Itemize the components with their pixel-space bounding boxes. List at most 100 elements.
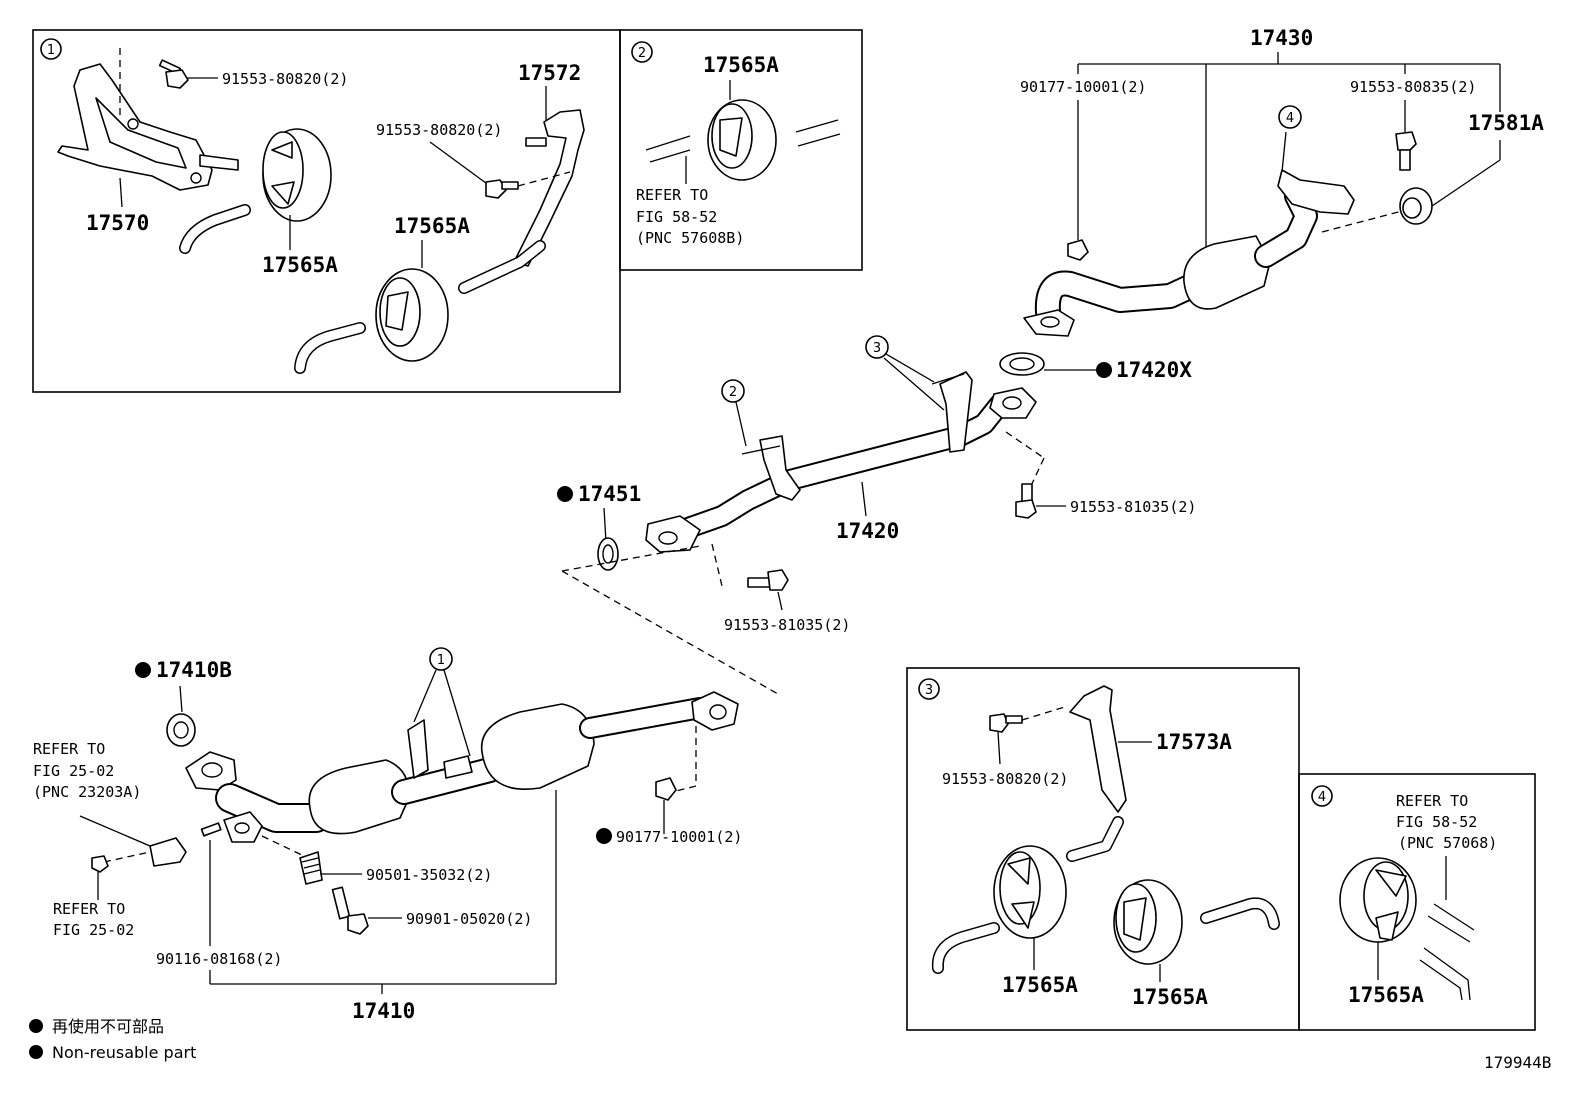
callout-circle: [918, 678, 940, 700]
part-label-91553-80820-inset3: 91553-80820(2): [942, 770, 1068, 788]
inset-4-frame: [1298, 773, 1536, 1031]
callout-4: 4: [1286, 111, 1294, 126]
non-reusable-dot-icon: [1096, 362, 1112, 378]
refer-fig25-a-line1: REFER TO: [33, 740, 105, 758]
hanger-bracket-drawing: [443, 755, 473, 779]
part-label-17565A-inset3-b: 17565A: [1132, 985, 1208, 1009]
callout-1: 1: [437, 653, 445, 668]
inset-2-frame: [619, 29, 863, 271]
gasket-17451: 17451: [557, 482, 641, 571]
callout-circle: [429, 647, 453, 671]
part-label-17570: 17570: [86, 211, 149, 235]
part-label-17572: 17572: [518, 61, 581, 85]
inset-3-number: 3: [925, 683, 933, 698]
figure-id: 179944B: [1484, 1053, 1551, 1072]
bracket-17572-drawing: [458, 109, 585, 294]
part-label-17565A-inset2: 17565A: [703, 53, 779, 77]
assembly-17430: 17430 90177-10001(2) 91553-80835(2) 1758…: [1020, 26, 1544, 337]
non-reusable-dot-icon: [29, 1019, 43, 1033]
part-label-90177-10001-top: 90177-10001(2): [1020, 78, 1146, 96]
bolt-icon: [747, 569, 789, 591]
callout-circle: [40, 38, 62, 60]
part-label-17420X: 17420X: [1116, 358, 1192, 382]
part-label-17565A-inset3-a: 17565A: [1002, 973, 1078, 997]
gasket-17420X: 17420X: [999, 352, 1192, 382]
inset-2-refer-line3: (PNC 57608B): [636, 229, 744, 247]
part-label-17430: 17430: [1250, 26, 1313, 50]
callout-circle: [721, 379, 745, 403]
inset-4-number: 4: [1318, 790, 1326, 805]
legend-en: Non-reusable part: [52, 1043, 196, 1062]
catalytic-converter-drawing: [1183, 235, 1271, 310]
rubber-hanger-icon: [707, 99, 777, 181]
inset-2-refer-line2: FIG 58-52: [636, 208, 717, 226]
bolt-icon: [485, 179, 519, 199]
part-label-17451: 17451: [578, 482, 641, 506]
callout-circle: [631, 41, 653, 63]
inset-1: 1 17570 91553-80820(2) 17565A: [32, 29, 621, 393]
inset-4-refer-line1: REFER TO: [1396, 792, 1468, 810]
sensor-drawing: [149, 837, 187, 867]
assembly-17410: 17410B 1 90177-10001(2): [33, 647, 742, 1023]
bolt-icon: [1015, 483, 1037, 519]
nut-icon: [91, 855, 109, 873]
part-label-17565A-b: 17565A: [394, 214, 470, 238]
part-label-91553-81035-bottom: 91553-81035(2): [724, 616, 850, 634]
inset-1-number: 1: [47, 43, 55, 58]
part-label-17410: 17410: [352, 999, 415, 1023]
legend-jp: 再使用不可部品: [52, 1017, 164, 1036]
inset-4-refer-line3: (PNC 57068): [1398, 834, 1497, 852]
non-reusable-dot-icon: [29, 1045, 43, 1059]
rubber-hanger-icon: [993, 845, 1067, 939]
legend: 再使用不可部品 Non-reusable part: [29, 1017, 196, 1062]
refer-fig25-b-line1: REFER TO: [53, 900, 125, 918]
part-label-17565A-a: 17565A: [262, 253, 338, 277]
refer-fig25-a-line2: FIG 25-02: [33, 762, 114, 780]
bracket-17573A-drawing: [1069, 685, 1127, 813]
inset-2-number: 2: [638, 46, 646, 61]
nut-icon: [655, 777, 677, 801]
part-label-91553-80820-b: 91553-80820(2): [376, 121, 502, 139]
part-label-17420: 17420: [836, 519, 899, 543]
hanger-bracket-drawing: [939, 371, 973, 453]
rubber-hanger-icon: [1113, 879, 1183, 965]
pipe-17420: 17420 2 3 91553-81035(2) 91553-81035(2): [645, 335, 1196, 634]
part-label-91553-81035-right: 91553-81035(2): [1070, 498, 1196, 516]
non-reusable-dot-icon: [135, 662, 151, 678]
muffler-drawing: [480, 703, 595, 790]
callout-circle: [1278, 105, 1302, 129]
callout-3: 3: [873, 341, 881, 356]
nut-icon: [1067, 239, 1089, 261]
callout-circle: [865, 335, 889, 359]
bolt-icon: [158, 59, 189, 89]
part-label-91553-80835: 91553-80835(2): [1350, 78, 1476, 96]
stud-icon: [200, 822, 222, 837]
part-label-17581A: 17581A: [1468, 111, 1544, 135]
part-label-91553-80820-a: 91553-80820(2): [222, 70, 348, 88]
rubber-hanger-icon: [262, 128, 332, 222]
callout-2: 2: [729, 385, 737, 400]
part-label-90901-05020: 90901-05020(2): [406, 910, 532, 928]
inset-2: 2 17565A REFER TO FIG 58-52 (PNC 57608B): [619, 29, 863, 271]
bracket-17570-drawing: [57, 48, 239, 191]
part-label-90116-08168: 90116-08168(2): [156, 950, 282, 968]
part-label-17410B: 17410B: [156, 658, 232, 682]
inset-4-refer-line2: FIG 58-52: [1396, 813, 1477, 831]
part-label-17565A-inset4: 17565A: [1348, 983, 1424, 1007]
hanger-bracket-drawing: [407, 719, 429, 779]
inset-4: 4 REFER TO FIG 58-52 (PNC 57068) 17565A: [1298, 773, 1536, 1031]
inset-3: 3 91553-80820(2) 17573A 17565A: [906, 667, 1300, 1031]
non-reusable-dot-icon: [557, 486, 573, 502]
bolt-icon: [1395, 131, 1417, 171]
part-label-90501-35032: 90501-35032(2): [366, 866, 492, 884]
callout-circle: [1311, 785, 1333, 807]
clamp-icon: [1399, 187, 1433, 225]
hanger-bracket-drawing: [759, 435, 801, 501]
inset-2-refer-line1: REFER TO: [636, 186, 708, 204]
bolt-icon: [989, 713, 1023, 733]
spring-icon: [299, 851, 323, 885]
bolt-icon: [331, 886, 369, 935]
refer-fig25-b-line2: FIG 25-02: [53, 921, 134, 939]
refer-fig25-a-line3: (PNC 23203A): [33, 783, 141, 801]
